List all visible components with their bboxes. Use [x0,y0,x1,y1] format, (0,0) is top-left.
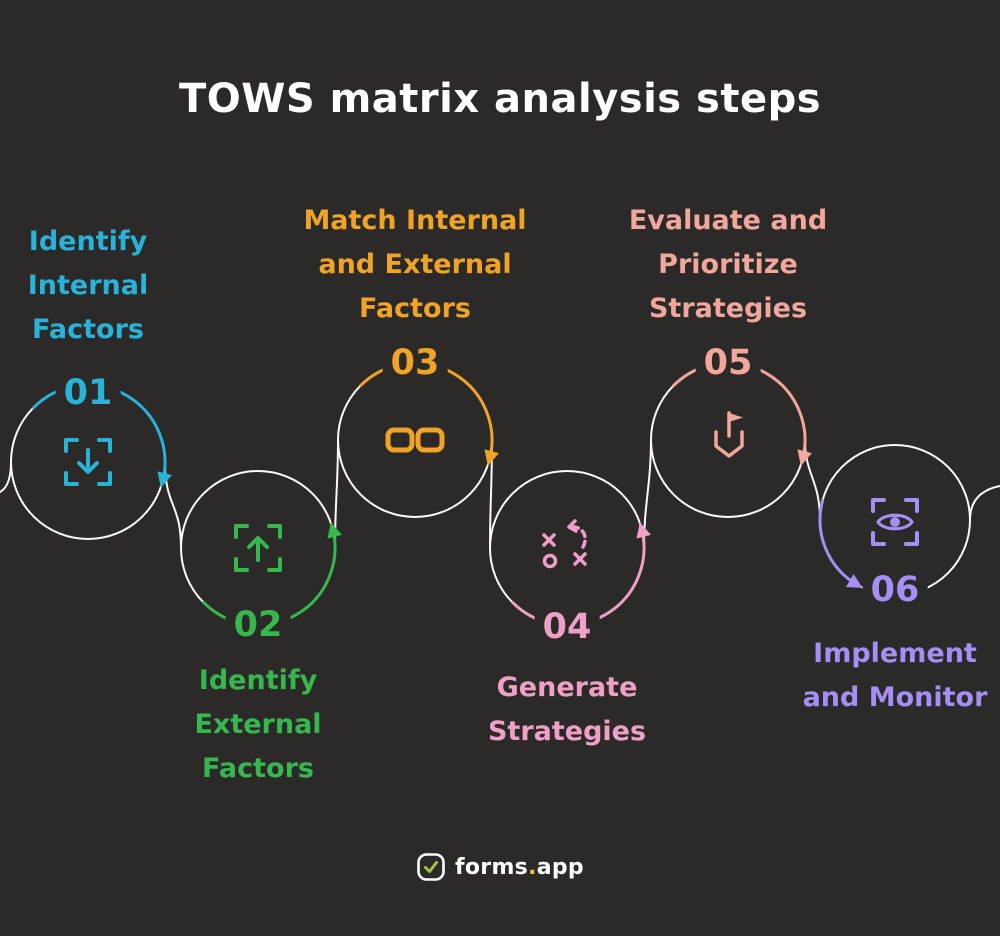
step-number: 06 [862,570,928,610]
forms-app-logo-icon [417,853,445,881]
scan-eye-icon [871,498,919,546]
step-label: Identify Internal Factors [28,220,149,352]
step-label-line: Generate [496,672,638,703]
wave-connector [164,461,182,549]
step-number: 04 [534,607,600,647]
wave-tail-right [969,485,1000,521]
logo-square [417,853,445,881]
page-title: TOWS matrix analysis steps [178,76,822,122]
brand-dot: . [528,854,537,880]
step-label: Match Internal and External Factors [303,199,526,331]
wave-tail-left [0,461,12,493]
step-label-line: External [194,709,322,740]
two-boxes-icon [385,427,445,453]
step-label-line: and Monitor [802,682,988,713]
brand-forms: forms [455,854,529,880]
wave-path-group [0,362,1000,626]
scan-arrow-down-icon [64,438,112,486]
step-label-line: Strategies [487,716,647,747]
step-label: Implement and Monitor [803,632,988,720]
step-label: Evaluate and Prioritize Strategies [629,199,827,331]
step-label-line: Factors [359,293,471,324]
strategy-icon [542,519,587,569]
step-number: 01 [55,373,121,413]
step-label: Identify External Factors [194,659,321,791]
brand-wordmark: forms.app [455,855,584,880]
logo-check-icon [424,861,439,873]
scan-arrow-up-icon [234,524,282,572]
step-label-line: Factors [202,753,314,784]
footer-brand: forms.app [416,852,584,882]
step-label-line: Identify [28,226,148,257]
wave-connector [643,439,652,549]
step-label: Generate Strategies [488,666,646,754]
brand-app: app [536,854,584,880]
step-number: 05 [695,343,761,383]
step-label-line: Evaluate and [628,205,828,236]
step-label-line: Implement [813,638,977,669]
wave-connector [334,439,339,549]
step-label-line: Factors [32,314,144,345]
step-label-line: Match Internal [303,205,527,236]
step-number: 02 [225,605,291,645]
wave-connector [804,439,821,521]
step-label-line: Identify [198,665,318,696]
step-label-line: Strategies [648,293,808,324]
step-label-line: Internal [27,270,149,301]
step-label-line: and External [318,249,512,280]
step-number: 03 [382,343,448,383]
step-label-line: Prioritize [658,249,798,280]
flag-icon [714,411,744,458]
step-arc [818,499,863,589]
